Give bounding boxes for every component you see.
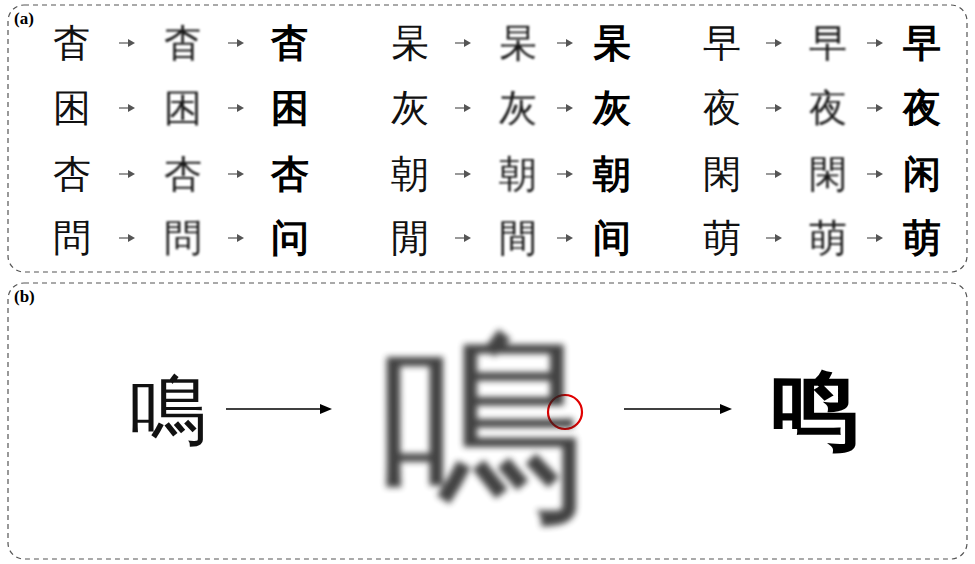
transition-glyph: 早 [809,24,847,62]
ancient-glyph: 杏 [53,155,91,193]
arrow-head [237,104,244,112]
modern-glyph: 夜 [903,89,941,127]
arrow-head [775,39,782,47]
transition-glyph: 萌 [809,219,847,257]
arrow-head [464,39,471,47]
arrow-head [320,404,332,414]
arrow-head [876,170,883,178]
arrow-line [228,107,238,108]
arrow-head [464,234,471,242]
transition-glyph: 杏 [164,155,202,193]
arrow-head [464,170,471,178]
arrow-line [228,237,238,238]
panel-a-frame [8,5,967,272]
arrow-head [237,234,244,242]
modern-glyph: 困 [271,89,309,127]
transition-glyph: 杳 [164,24,202,62]
panel-b-frame [8,283,967,559]
arrow-line [557,42,567,43]
arrow-head [128,39,135,47]
arrow-head [876,39,883,47]
arrow-line [119,107,129,108]
transition-glyph: 杲 [499,24,537,62]
modern-glyph: 早 [903,24,941,62]
arrow-head [566,39,573,47]
modern-glyph: 杏 [271,155,309,193]
arrow-line [228,173,238,174]
arrow-line [867,42,877,43]
transition-glyph: 閑 [809,155,847,193]
arrow-line [766,237,776,238]
ancient-glyph: 萌 [703,219,741,257]
arrow-line [867,173,877,174]
modern-glyph: 萌 [903,219,941,257]
arrow-line [766,42,776,43]
transition-glyph: 灰 [499,89,537,127]
ancient-glyph: 閒 [391,219,429,257]
arrow-head [464,104,471,112]
arrow-line [119,42,129,43]
arrow-line [766,173,776,174]
ancient-glyph: 灰 [391,89,429,127]
arrow-line [557,107,567,108]
arrow-head [566,234,573,242]
arrow-line [867,237,877,238]
arrow-head [876,234,883,242]
arrow-line [226,408,322,409]
transition-glyph: 困 [164,89,202,127]
transition-glyph: 問 [164,219,202,257]
ancient-glyph: 問 [53,219,91,257]
ancient-glyph: 杲 [391,24,429,62]
arrow-head [566,104,573,112]
arrow-line [624,408,722,409]
arrow-line [557,173,567,174]
transition-glyph: 鳴 [377,323,587,533]
arrow-line [455,173,465,174]
arrow-line [119,237,129,238]
arrow-line [766,107,776,108]
modern-glyph: 杲 [593,24,631,62]
arrow-line [228,42,238,43]
ancient-glyph: 杳 [53,24,91,62]
arrow-line [867,107,877,108]
panel-label: (b) [14,288,35,305]
arrow-head [128,104,135,112]
modern-glyph: 问 [271,219,309,257]
arrow-head [720,404,732,414]
step-arrows [119,39,883,242]
ancient-glyph: 夜 [703,89,741,127]
modern-glyph: 杳 [271,24,309,62]
arrow-head [876,104,883,112]
ancient-glyph: 困 [53,89,91,127]
ancient-glyph: 鳴 [129,371,207,449]
arrow-line [455,237,465,238]
arrow-head [128,170,135,178]
transition-glyph: 間 [499,219,537,257]
arrow-head [237,170,244,178]
arrow-line [455,42,465,43]
arrow-line [119,173,129,174]
modern-glyph: 朝 [593,155,631,193]
ancient-glyph: 朝 [391,155,429,193]
modern-glyph: 鸣 [771,366,859,454]
transition-glyph: 朝 [499,155,537,193]
arrow-head [128,234,135,242]
arrow-head [566,170,573,178]
ancient-glyph: 早 [703,24,741,62]
arrow-head [775,104,782,112]
transition-glyph: 夜 [809,89,847,127]
panel-label: (a) [14,10,34,27]
arrow-line [455,107,465,108]
arrow-line [557,237,567,238]
modern-glyph: 闲 [903,155,941,193]
ancient-glyph: 閑 [703,155,741,193]
modern-glyph: 灰 [593,89,631,127]
arrow-head [775,170,782,178]
arrow-head [775,234,782,242]
modern-glyph: 间 [593,219,631,257]
arrow-head [237,39,244,47]
